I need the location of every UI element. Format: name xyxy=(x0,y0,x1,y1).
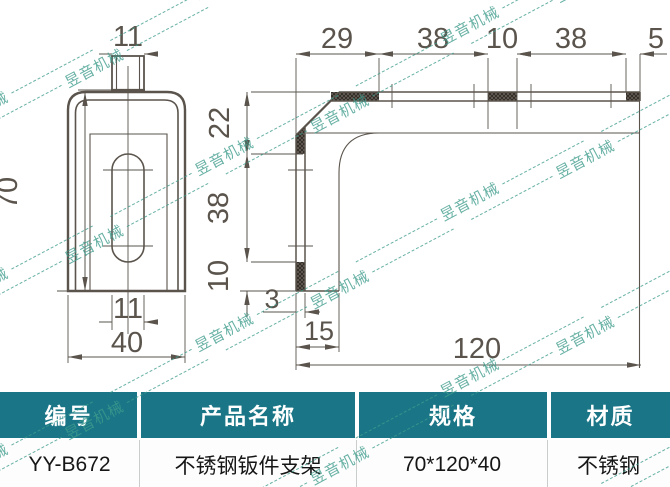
section-hatch xyxy=(296,92,640,291)
dim-side-top-4: 38 xyxy=(555,23,587,55)
dim-front-width: 40 xyxy=(111,327,143,359)
dimension-lines xyxy=(57,54,667,370)
front-view xyxy=(66,55,187,334)
dim-side-left-2: 38 xyxy=(203,192,235,224)
cell-material: 不锈钢 xyxy=(577,454,640,478)
header-cell-spec: 规格 xyxy=(359,392,547,438)
dim-front-tab-width: 11 xyxy=(113,21,143,53)
product-spec-table: 编号 产品名称 规格 材质 YY-B672 不锈钢钣件支架 70*120*40 … xyxy=(0,392,670,487)
dim-side-top-1: 29 xyxy=(321,23,353,55)
dim-side-top-3: 10 xyxy=(486,23,518,55)
front-web-outline xyxy=(89,133,168,291)
dim-side-top-2: 38 xyxy=(417,23,449,55)
technical-drawing: 11 70 11 40 29 38 10 38 5 22 38 10 3 15 … xyxy=(0,21,667,370)
table-header-row: 编号 产品名称 规格 材质 xyxy=(0,392,670,438)
dimension-texts: 11 70 11 40 29 38 10 38 5 22 38 10 3 15 … xyxy=(0,21,664,365)
side-corner-radius xyxy=(338,132,380,291)
table-data-row: YY-B672 不锈钢钣件支架 70*120*40 不锈钢 xyxy=(0,440,670,487)
dim-side-top-5: 5 xyxy=(648,23,664,55)
header-cell-product-name: 产品名称 xyxy=(141,392,355,438)
dim-front-height: 70 xyxy=(0,177,24,209)
cell-product-code: YY-B672 xyxy=(0,440,140,487)
header-cell-code: 编号 xyxy=(0,392,137,438)
dim-side-left-1: 22 xyxy=(204,107,236,139)
header-cell-material: 材质 xyxy=(551,392,670,438)
front-slot xyxy=(103,153,153,263)
slot-tangent-ticks xyxy=(288,84,612,247)
cell-product-name: 不锈钢钣件支架 xyxy=(140,440,357,487)
front-inner-contour xyxy=(74,99,179,291)
side-sheet-outline xyxy=(295,91,641,292)
dim-side-radius-offset: 15 xyxy=(304,316,334,346)
dim-front-slot-width: 11 xyxy=(113,293,143,325)
cell-spec: 70*120*40 xyxy=(357,440,548,487)
front-outer-contour xyxy=(66,90,187,293)
side-view xyxy=(288,84,641,368)
dim-side-length: 120 xyxy=(453,333,501,365)
dim-side-thickness: 3 xyxy=(264,284,279,314)
dim-side-left-3: 10 xyxy=(203,260,235,292)
